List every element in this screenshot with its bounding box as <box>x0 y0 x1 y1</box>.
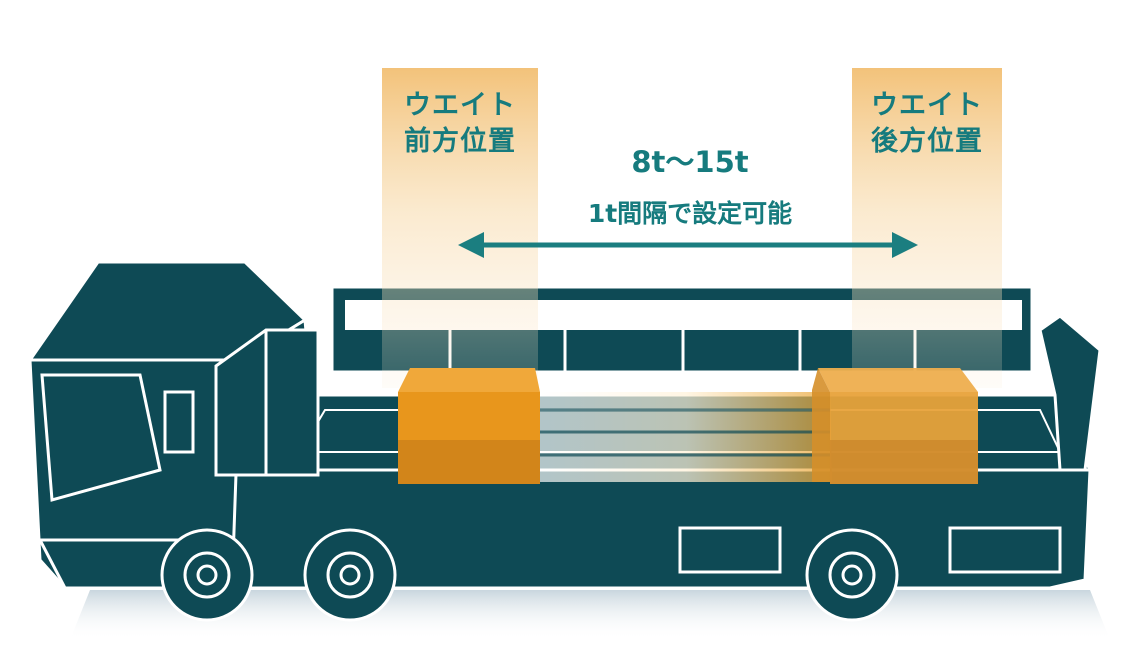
rear-weight-label-line2: 後方位置 <box>871 126 983 157</box>
range-double-arrow <box>458 232 918 258</box>
rear-weight-block <box>812 368 978 484</box>
front-position-beam <box>382 68 538 388</box>
rear-weight-label: ウエイト 後方位置 <box>852 88 1002 160</box>
front-weight-block <box>398 368 540 484</box>
front-weight-label-line1: ウエイト <box>404 90 516 121</box>
wheels <box>160 528 899 622</box>
front-weight-label: ウエイト 前方位置 <box>382 88 538 160</box>
rear-weight-label-line1: ウエイト <box>871 90 983 121</box>
rear-position-beam <box>852 68 1002 388</box>
weight-rail <box>540 392 832 482</box>
truck-cab <box>27 260 320 590</box>
front-weight-label-line2: 前方位置 <box>404 126 516 157</box>
interval-label: 1t間隔で設定可能 <box>587 199 793 228</box>
weight-range-label: 8t〜15t <box>631 145 749 179</box>
